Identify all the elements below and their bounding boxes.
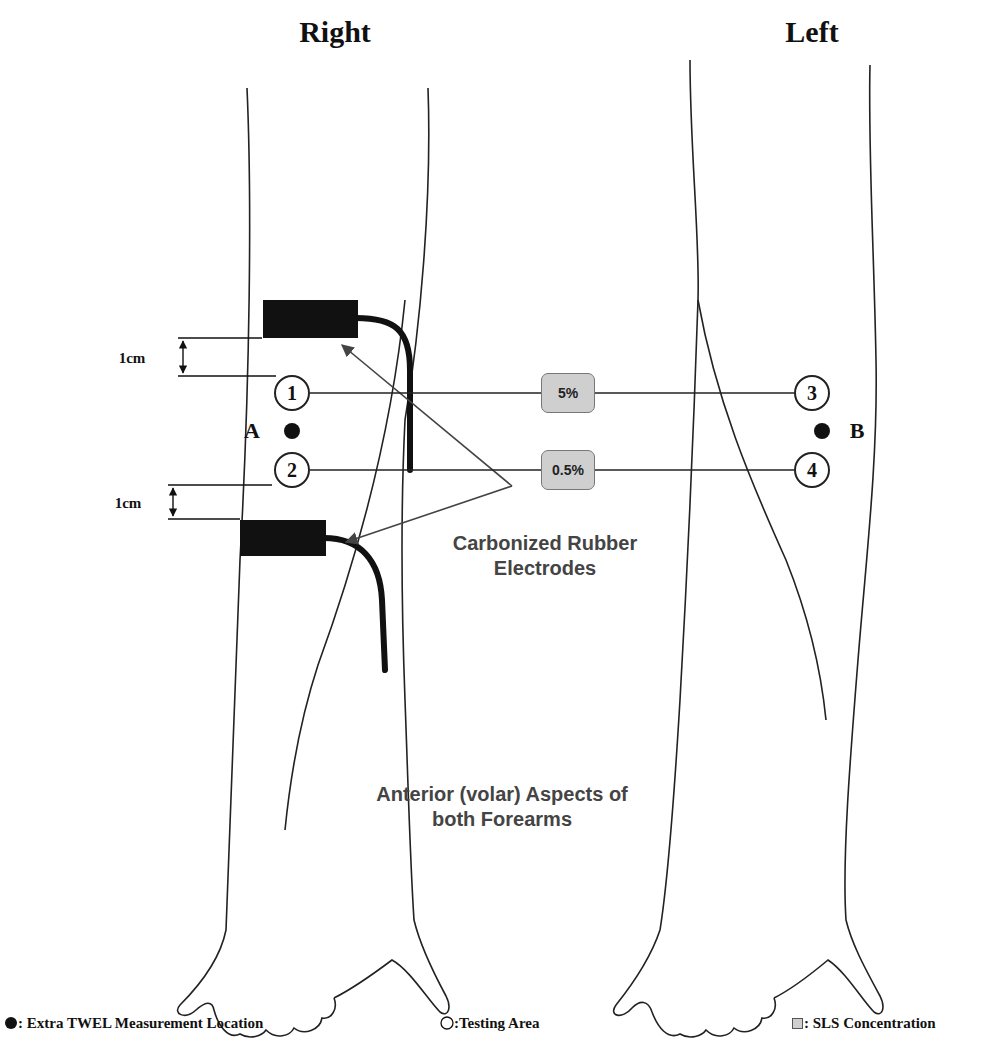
- testing-area-circle: 3: [794, 375, 830, 411]
- testing-area-circle: 2: [274, 452, 310, 488]
- electrode: [263, 300, 358, 338]
- callout-number: 3: [807, 382, 817, 405]
- dimension-label: 1cm: [119, 350, 146, 367]
- legend-text: :Testing Area: [454, 1015, 539, 1032]
- electrode: [240, 520, 326, 556]
- callout-number: 4: [807, 459, 817, 482]
- legend-entry: : Extra TWEL Measurement Location: [18, 1015, 263, 1032]
- point-label: B: [850, 418, 865, 444]
- legend-text: : Extra TWEL Measurement Location: [18, 1015, 263, 1032]
- concentration-box: 0.5%: [541, 450, 595, 490]
- connector-line: [595, 392, 794, 393]
- concentration-box: 5%: [541, 373, 595, 413]
- callout-number: 1: [287, 382, 297, 405]
- legend-entry: :Testing Area: [454, 1015, 539, 1032]
- testing-area-circle: 4: [794, 452, 830, 488]
- connector-line: [310, 469, 541, 470]
- legend-text: : SLS Concentration: [804, 1015, 936, 1032]
- connector-line: [595, 469, 794, 470]
- connector-line: [310, 392, 541, 393]
- view-label: Anterior (volar) Aspects of both Forearm…: [352, 782, 652, 832]
- concentration-text: 5%: [558, 385, 578, 401]
- dimension-label: 1cm: [115, 495, 142, 512]
- arm-heading: Left: [785, 15, 838, 49]
- testing-area-circle: 1: [274, 375, 310, 411]
- electrode-label: Carbonized Rubber Electrodes: [435, 531, 655, 581]
- callout-number: 2: [287, 459, 297, 482]
- arm-heading: Right: [299, 15, 371, 49]
- twel-dot: [814, 423, 830, 439]
- concentration-text: 0.5%: [552, 462, 584, 478]
- twel-dot: [284, 423, 300, 439]
- legend-swatch: [792, 1018, 803, 1029]
- legend-entry: : SLS Concentration: [792, 1015, 936, 1032]
- point-label: A: [244, 418, 260, 444]
